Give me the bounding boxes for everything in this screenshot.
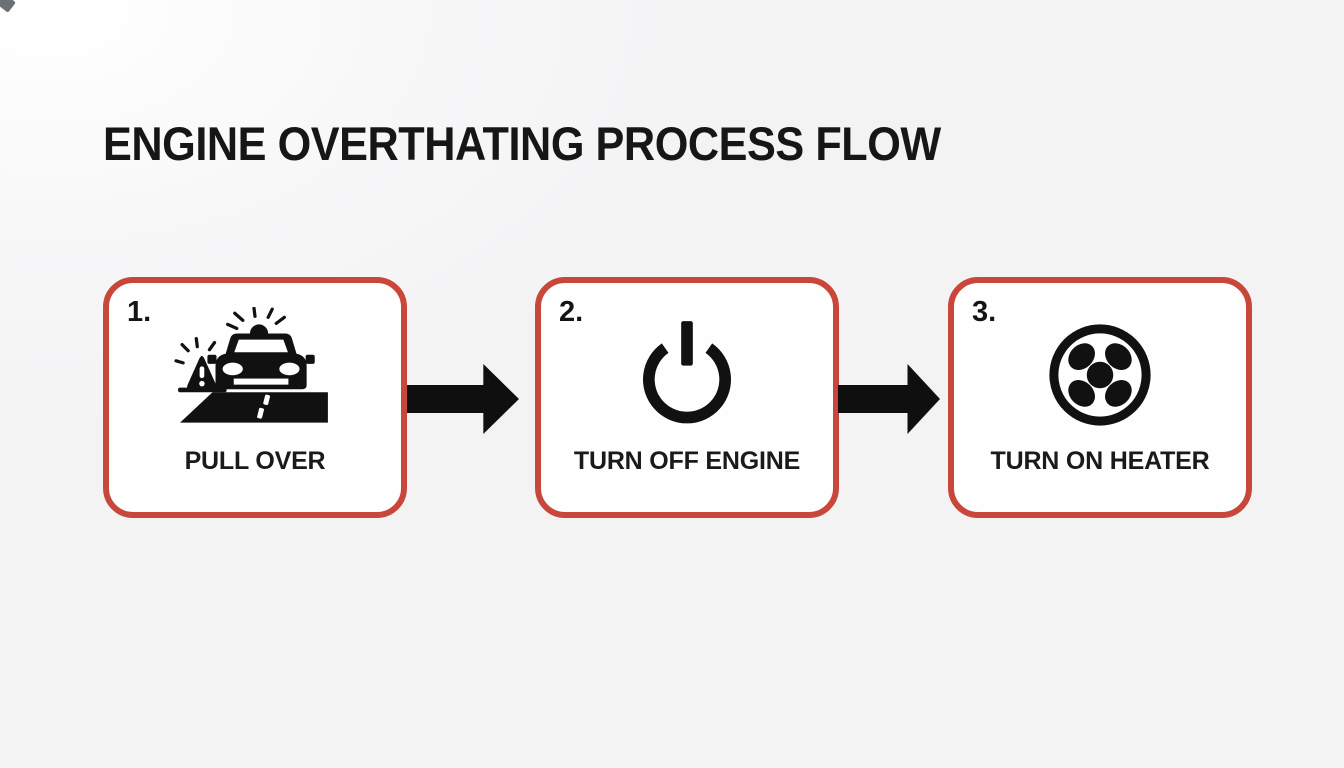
page-title: ENGINE OVERTHATING PROCESS FLOW	[103, 117, 941, 170]
step-box-turn-off-engine: 2. TURN OFF ENGINE	[535, 277, 839, 518]
step-box-turn-on-heater: 3. TURN ON HEATER	[948, 277, 1252, 518]
arrow-right-icon	[407, 360, 519, 438]
step-number: 2.	[559, 296, 584, 328]
step-label: TURN ON HEATER	[990, 447, 1210, 475]
step-box-pull-over: 1.	[103, 277, 407, 518]
car-pulled-over-icon	[109, 307, 401, 439]
step-label: PULL OVER	[184, 447, 326, 475]
fan-icon	[954, 322, 1246, 428]
step-number: 3.	[972, 296, 997, 328]
arrow-right-icon	[838, 360, 940, 438]
corner-artifact	[0, 0, 16, 13]
power-icon	[541, 319, 833, 425]
step-number: 1.	[127, 296, 152, 328]
step-label: TURN OFF ENGINE	[573, 447, 801, 475]
